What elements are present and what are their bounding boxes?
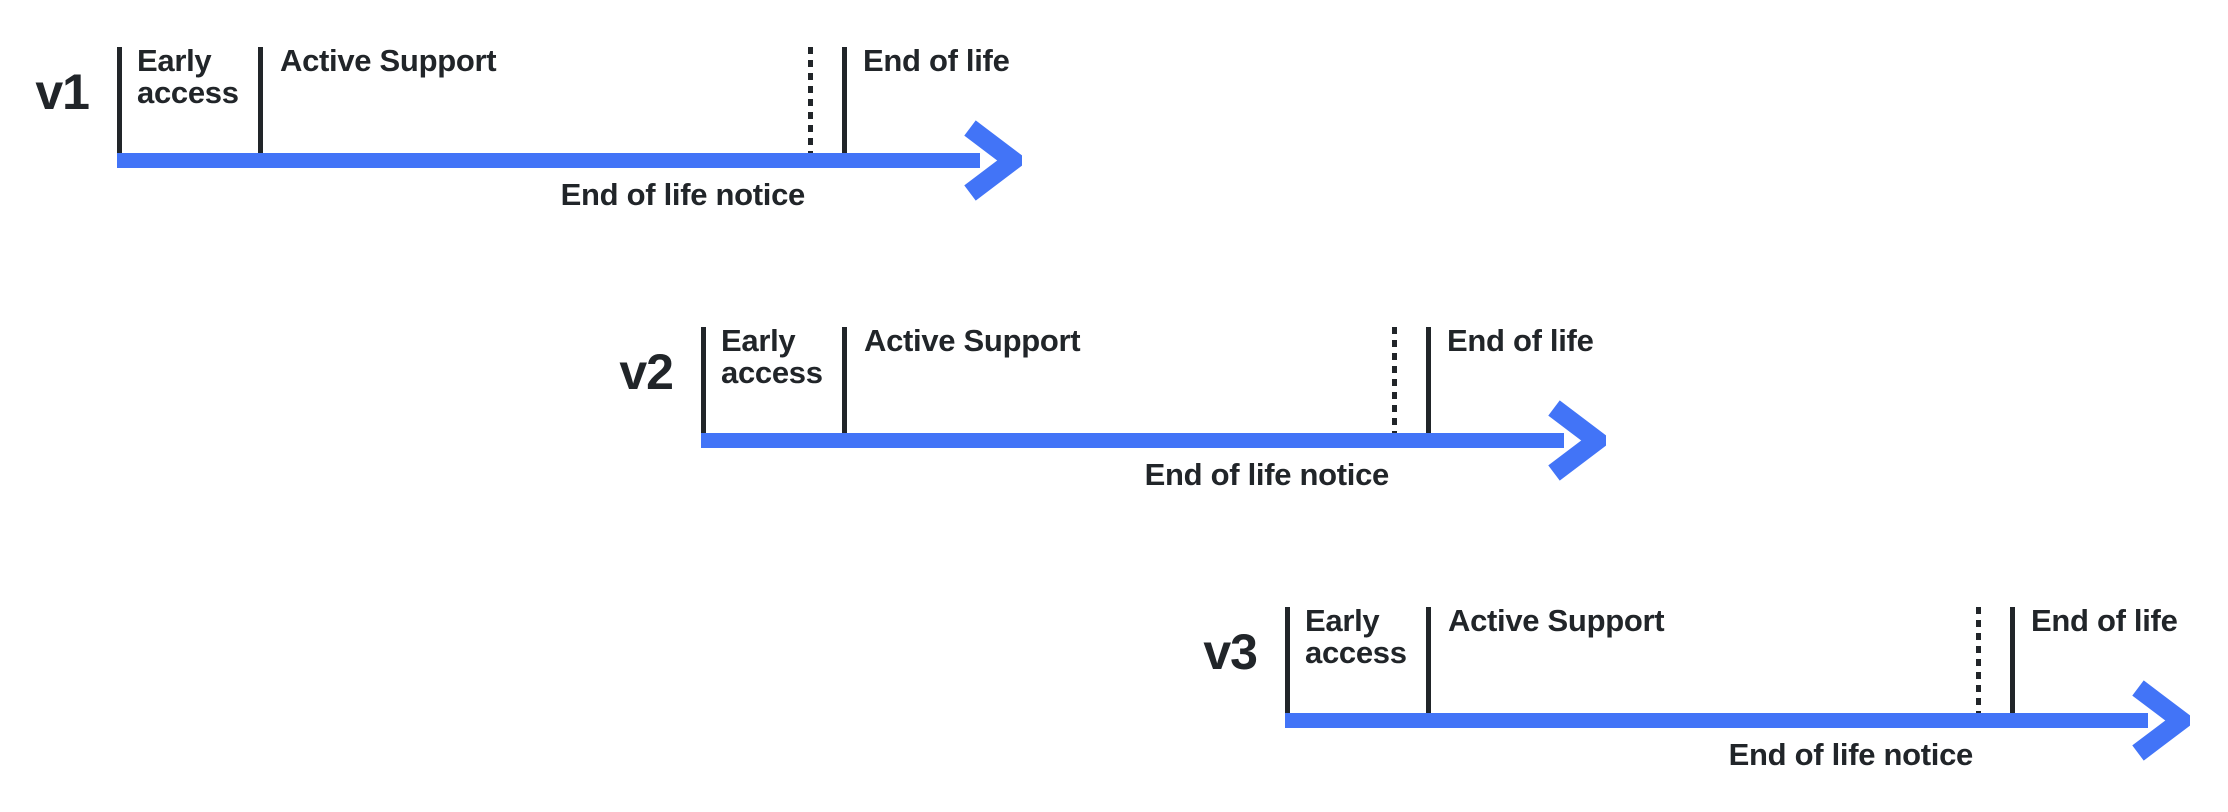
timeline-arrow-bar	[1285, 713, 2148, 728]
early-access-label: Early access	[1305, 603, 1407, 670]
early-access-start-tick	[117, 47, 122, 153]
early-access-label: Early access	[137, 43, 239, 110]
version-label: v3	[1203, 624, 1258, 680]
eol-notice-dashed-tick	[1392, 327, 1397, 433]
early-access-start-tick	[1285, 607, 1290, 713]
eol-notice-label: End of life notice	[1144, 457, 1390, 492]
timeline-v3: v3 Early access Active Support End of li…	[1185, 603, 2195, 782]
arrow-head-icon	[2132, 680, 2190, 761]
eol-notice-label: End of life notice	[1728, 737, 1974, 772]
active-support-start-tick	[842, 327, 847, 433]
timeline-v2: v2 Early access Active Support End of li…	[601, 323, 1611, 502]
version-label: v1	[35, 64, 90, 120]
end-of-life-label: End of life	[1447, 323, 1594, 358]
early-access-start-tick	[701, 327, 706, 433]
timeline-arrow-bar	[701, 433, 1564, 448]
eol-notice-dashed-tick	[1976, 607, 1981, 713]
active-support-label: Active Support	[280, 43, 497, 78]
end-of-life-tick	[2010, 607, 2015, 713]
end-of-life-label: End of life	[2031, 603, 2178, 638]
active-support-label: Active Support	[864, 323, 1081, 358]
end-of-life-tick	[842, 47, 847, 153]
end-of-life-label: End of life	[863, 43, 1010, 78]
eol-notice-dashed-tick	[808, 47, 813, 153]
active-support-start-tick	[1426, 607, 1431, 713]
timeline-v1: v1 Early access Active Support End of li…	[17, 43, 1027, 222]
early-access-label: Early access	[721, 323, 823, 390]
version-label: v2	[619, 344, 674, 400]
end-of-life-tick	[1426, 327, 1431, 433]
arrow-head-icon	[964, 120, 1022, 201]
timeline-arrow-bar	[117, 153, 980, 168]
active-support-start-tick	[258, 47, 263, 153]
eol-notice-label: End of life notice	[560, 177, 806, 212]
active-support-label: Active Support	[1448, 603, 1665, 638]
arrow-head-icon	[1548, 400, 1606, 481]
